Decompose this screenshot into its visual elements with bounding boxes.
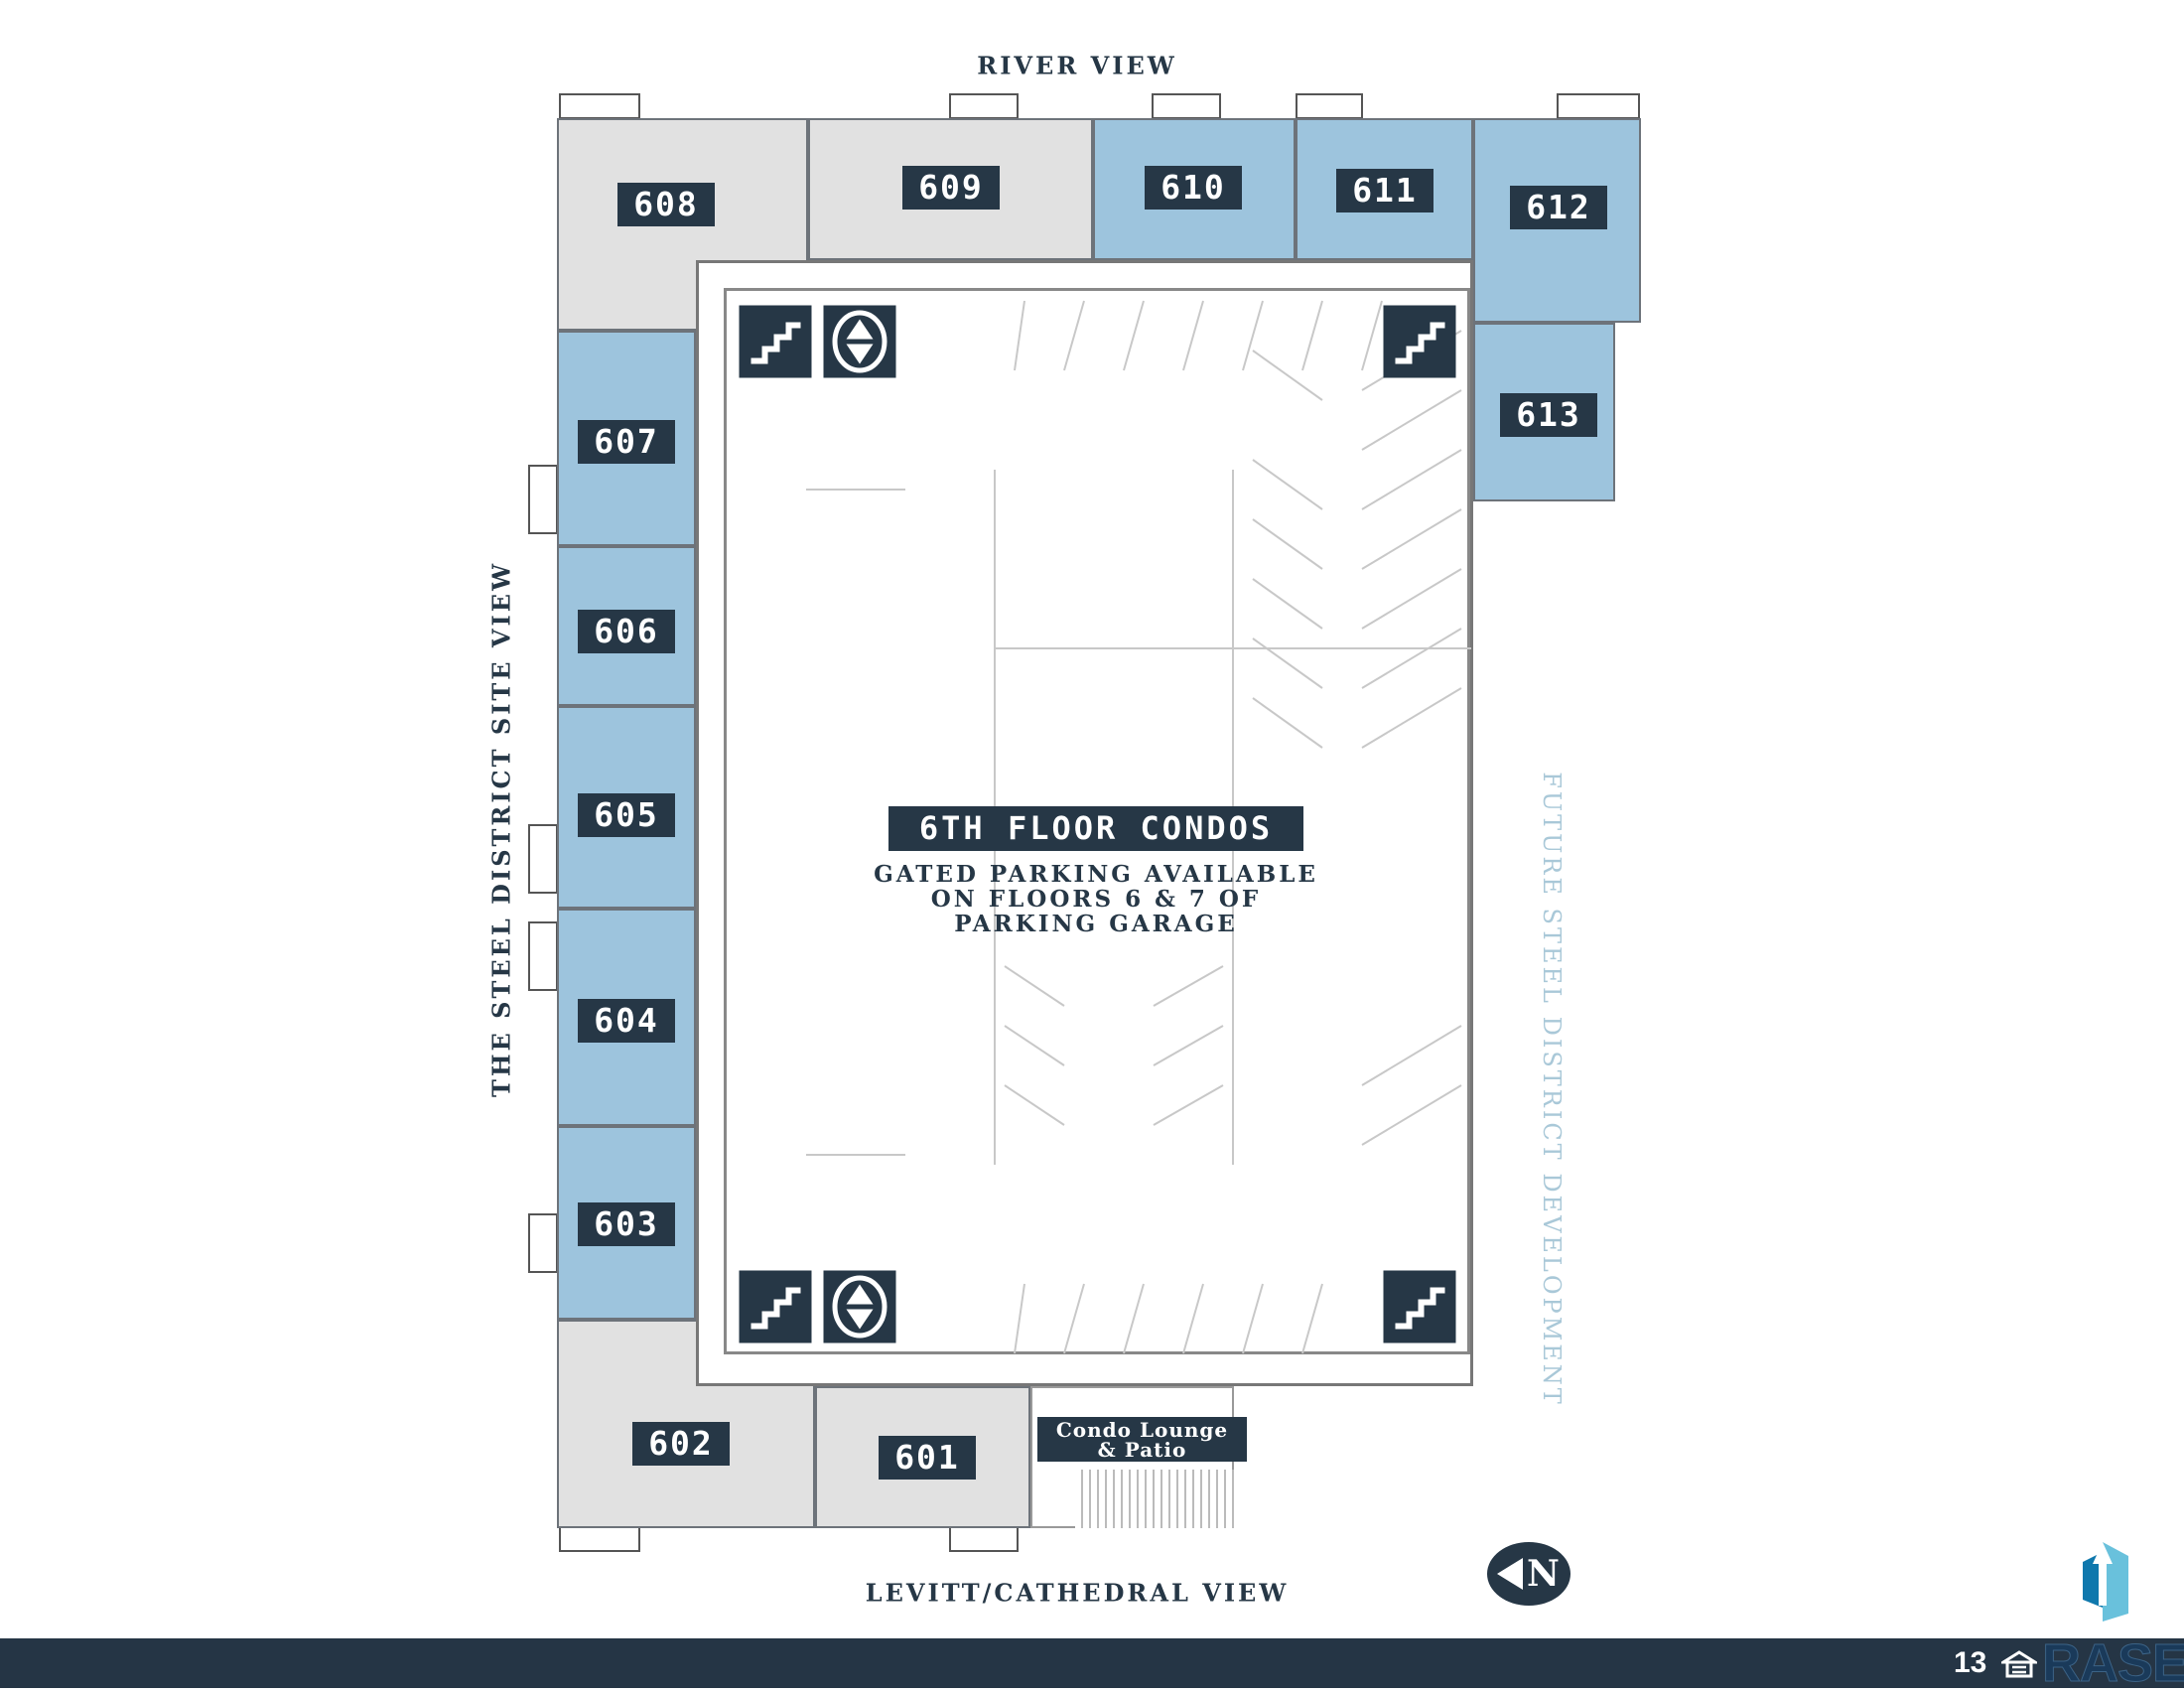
lounge-line-2: & Patio <box>1097 1438 1187 1462</box>
unit-label-613: 613 <box>1500 393 1597 437</box>
parking-note-line: ON FLOORS 6 & 7 OF <box>930 886 1262 913</box>
view-label-right: FUTURE STEEL DISTRICT DEVELOPMENT <box>1538 772 1566 1407</box>
elevator-icon <box>823 1270 896 1343</box>
balcony <box>559 93 640 119</box>
balcony <box>1152 93 1221 119</box>
unit-label-601: 601 <box>879 1436 976 1480</box>
balcony <box>528 921 558 991</box>
unit-label-611: 611 <box>1336 169 1433 212</box>
balcony <box>559 1526 640 1552</box>
parking-note-line: PARKING GARAGE <box>954 911 1238 937</box>
unit-label-608: 608 <box>617 183 715 226</box>
unit-label-612: 612 <box>1510 186 1607 229</box>
unit-label-607: 607 <box>578 420 675 464</box>
view-label-top: RIVER VIEW <box>977 51 1177 80</box>
elevator-icon <box>823 305 896 378</box>
condo-lounge-label: Condo Lounge & Patio <box>1037 1417 1247 1462</box>
north-arrow: N <box>1487 1542 1570 1606</box>
balcony <box>1557 93 1640 119</box>
brand-wordmark: RASE <box>2041 1633 2184 1693</box>
stairs-icon <box>739 305 812 378</box>
page-number: 13 <box>1954 1646 1987 1679</box>
unit-label-603: 603 <box>578 1202 675 1246</box>
unit-label-610: 610 <box>1145 166 1242 210</box>
patio <box>1075 1470 1234 1528</box>
lounge-line-1: Condo Lounge <box>1055 1418 1229 1442</box>
unit-label-606: 606 <box>578 610 675 653</box>
stairs-icon <box>739 1270 812 1343</box>
unit-label-602: 602 <box>632 1422 730 1466</box>
stairs-icon <box>1383 1270 1456 1343</box>
balcony <box>528 1213 558 1273</box>
parking-note: GATED PARKING AVAILABLE ON FLOORS 6 & 7 … <box>798 862 1394 936</box>
footer-bar: 13 RASE <box>0 1634 2184 1693</box>
view-label-bottom: LEVITT/CATHEDRAL VIEW <box>865 1578 1290 1608</box>
unit-label-609: 609 <box>902 166 1000 210</box>
balcony <box>949 1526 1019 1552</box>
floor-title: 6TH FLOOR CONDOS <box>888 806 1303 851</box>
balcony <box>1296 93 1363 119</box>
brand-logo-icon <box>2083 1542 2128 1622</box>
north-label: N <box>1527 1553 1560 1595</box>
parking-note-line: GATED PARKING AVAILABLE <box>874 861 1318 888</box>
stairs-icon <box>1383 305 1456 378</box>
balcony <box>528 465 558 534</box>
unit-label-604: 604 <box>578 999 675 1043</box>
unit-label-605: 605 <box>578 793 675 837</box>
balcony <box>528 824 558 894</box>
equal-housing-icon <box>2001 1650 2037 1678</box>
arrow-left-icon <box>1497 1558 1523 1590</box>
balcony <box>949 93 1019 119</box>
view-label-left: THE STEEL DISTRICT SITE VIEW <box>486 560 516 1098</box>
